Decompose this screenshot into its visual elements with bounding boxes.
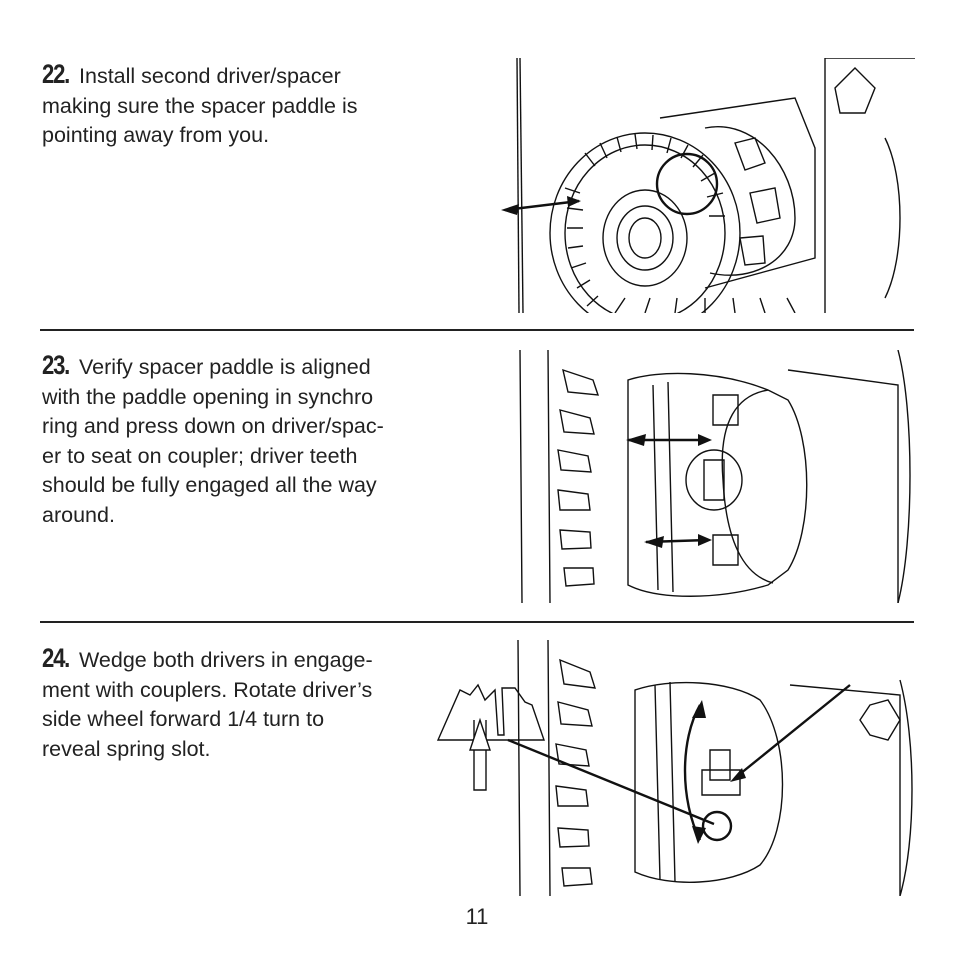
step-text: Verify spacer paddle is aligned with the… xyxy=(42,355,384,527)
section-divider xyxy=(40,621,914,623)
step-number: 24. xyxy=(42,643,70,673)
step-text: Install second driver/spacer making sure… xyxy=(42,64,358,147)
page-number: 11 xyxy=(465,904,489,929)
spacer-paddle-alignment-illustration xyxy=(518,350,914,603)
step-23: 23. Verify spacer paddle is aligned with… xyxy=(42,350,442,530)
step-number: 23. xyxy=(42,350,70,380)
step-24: 24. Wedge both drivers in engage- ment w… xyxy=(42,643,442,764)
driver-rotation-spring-slot-illustration xyxy=(430,640,916,896)
step-text: Wedge both drivers in engage- ment with … xyxy=(42,648,373,761)
differential-driver-spacer-install-illustration xyxy=(495,58,915,313)
section-divider xyxy=(40,329,914,331)
step-22: 22. Install second driver/spacer making … xyxy=(42,59,442,151)
step-number: 22. xyxy=(42,59,70,89)
